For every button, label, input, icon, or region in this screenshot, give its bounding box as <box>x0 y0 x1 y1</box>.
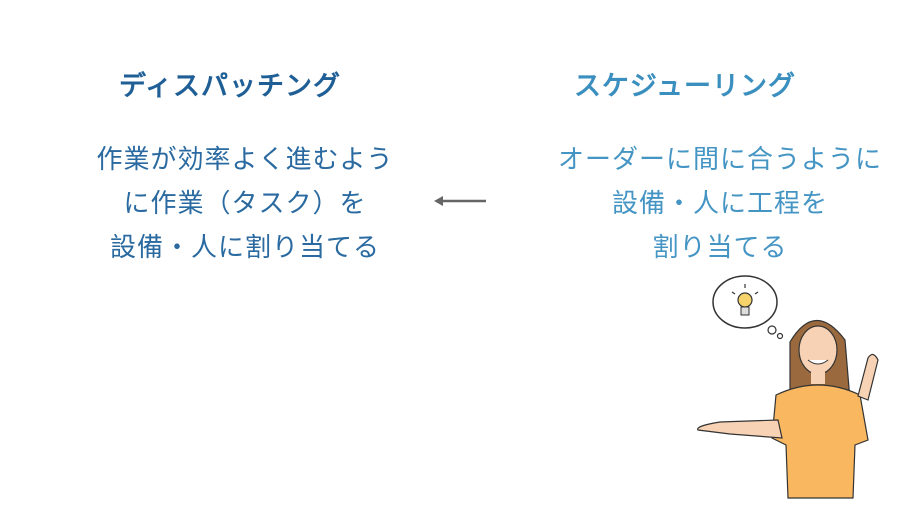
description-line: 割り当てる <box>652 233 788 263</box>
thought-bubble-icon <box>712 275 784 340</box>
description-line: 設備・人に割り当てる <box>109 233 380 263</box>
dispatching-description: 作業が効率よく進むよう に作業（タスク）を 設備・人に割り当てる <box>60 138 430 270</box>
woman-icon <box>697 319 879 499</box>
scheduling-description: オーダーに間に合うように 設備・人に工程を 割り当てる <box>525 138 915 270</box>
woman-idea-illustration <box>697 275 879 499</box>
description-line: 設備・人に工程を <box>611 189 828 219</box>
left-arrow-icon <box>434 196 486 206</box>
description-line: に作業（タスク）を <box>123 189 367 219</box>
dispatching-title: ディスパッチング <box>118 71 342 102</box>
scheduling-title: スケジューリング <box>573 71 797 102</box>
description-line: オーダーに間に合うように <box>557 145 882 175</box>
description-line: 作業が効率よく進むよう <box>96 145 394 175</box>
